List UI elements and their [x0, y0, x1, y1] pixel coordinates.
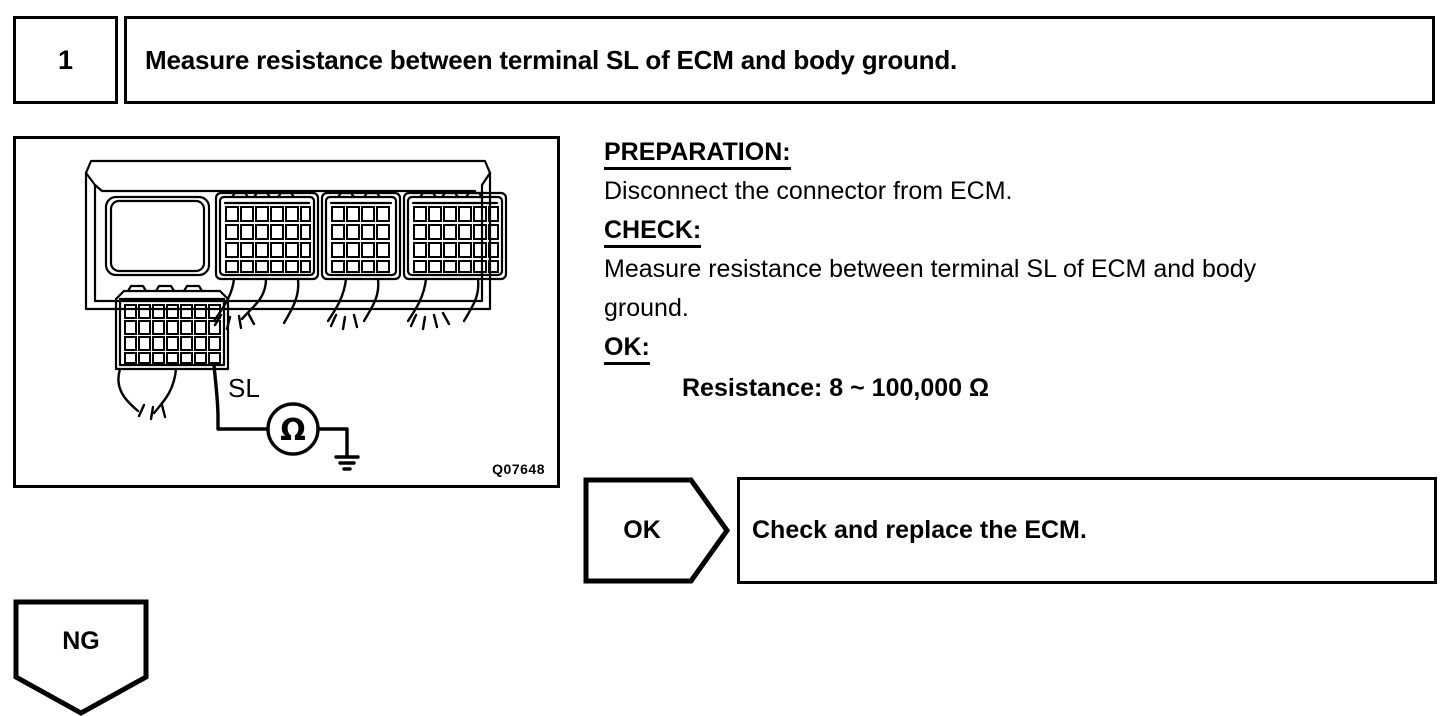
ok-branch-label: OK [623, 516, 661, 544]
step-title: Measure resistance between terminal SL o… [145, 44, 958, 75]
ok-heading: OK: [604, 328, 1444, 367]
check-heading: CHECK: [604, 211, 1444, 250]
ok-branch-arrow: OK [583, 477, 730, 584]
pentagon-down-shape [13, 599, 149, 716]
ok-result-text: Check and replace the ECM. [752, 516, 1087, 544]
ng-branch-shape: NG [13, 599, 149, 716]
preparation-text: Disconnect the connector from ECM. [604, 177, 1013, 205]
figure-code: Q07648 [492, 461, 545, 477]
ecm-connector-diagram: Ω SL [84, 159, 508, 471]
step-number-cell: 1 [13, 16, 118, 104]
figure-box: Ω SL Q07648 [13, 136, 560, 488]
ng-branch-label: NG [62, 626, 100, 655]
terminal-sl-label: SL [228, 373, 260, 403]
resistance-spec: Resistance: 8 ~ 100,000 Ω [682, 374, 990, 402]
check-text-line2: ground. [604, 294, 689, 322]
step-header-row: 1 Measure resistance between terminal SL… [13, 16, 1435, 104]
preparation-heading: PREPARATION: [604, 133, 1444, 172]
step-title-cell: Measure resistance between terminal SL o… [124, 16, 1435, 104]
ok-result-box: Check and replace the ECM. [737, 477, 1437, 584]
check-text-line1: Measure resistance between terminal SL o… [604, 255, 1257, 283]
instruction-text-column: PREPARATION: Disconnect the connector fr… [604, 133, 1444, 408]
check-text: Measure resistance between terminal SL o… [604, 250, 1442, 328]
svg-text:Ω: Ω [280, 413, 306, 448]
arrow-right-shape [583, 477, 730, 584]
step-number: 1 [57, 44, 74, 75]
